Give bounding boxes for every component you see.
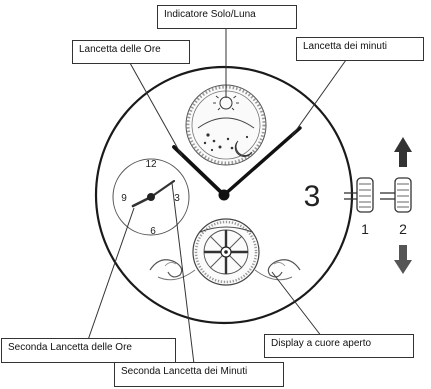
callout-second-minute-hand: Seconda Lancetta dei Minuti [114,362,284,387]
callout-sun-moon-text: Indicatore Solo/Luna [164,9,256,20]
callout-hour-hand: Lancetta delle Ore [72,40,190,64]
hour-marker-3: 3 [304,180,321,213]
crown-position-1 [344,177,374,213]
star-dots [203,133,249,152]
leader-hour-hand [129,62,183,157]
sub-dial-3: 3 [174,193,180,204]
open-heart-display [149,218,301,286]
leader-minute-hand [291,59,347,137]
crown-position-2 [380,177,412,213]
crown-position-2-label: 2 [399,221,407,237]
center-pin [218,189,230,201]
arrow-up-icon [394,137,412,167]
callout-minute-hand-text: Lancetta dei minuti [303,41,387,52]
hour-hand [172,145,226,197]
callout-hour-hand-text: Lancetta delle Ore [79,44,161,55]
sub-dial-center [147,193,155,201]
callout-minute-hand: Lancetta dei minuti [296,37,424,61]
callout-second-minute-hand-text: Seconda Lancetta dei Minuti [121,366,248,377]
callout-second-hour-hand: Seconda Lancetta delle Ore [1,338,176,363]
moon-icon [234,140,253,157]
crown-position-1-label: 1 [361,221,369,237]
leader-lines [87,29,347,365]
sub-dial-9: 9 [121,193,127,204]
callout-sun-moon-indicator: Indicatore Solo/Luna [157,5,297,29]
callout-open-heart-display: Display a cuore aperto [264,334,414,358]
sub-minute-hand [149,179,176,199]
sun-moon-indicator [185,84,267,166]
leader-second-hour-hand [87,207,135,341]
sub-dial-12: 12 [145,159,157,170]
callout-open-heart-text: Display a cuore aperto [271,338,372,349]
minute-hand [222,126,302,197]
sub-dial-6: 6 [150,226,156,237]
leader-open-heart [271,271,323,338]
arrow-down-icon [394,245,412,274]
callout-second-hour-hand-text: Seconda Lancetta delle Ore [8,342,132,353]
sub-dial: 12 3 6 9 [112,158,190,237]
leader-second-minute-hand [171,182,195,365]
